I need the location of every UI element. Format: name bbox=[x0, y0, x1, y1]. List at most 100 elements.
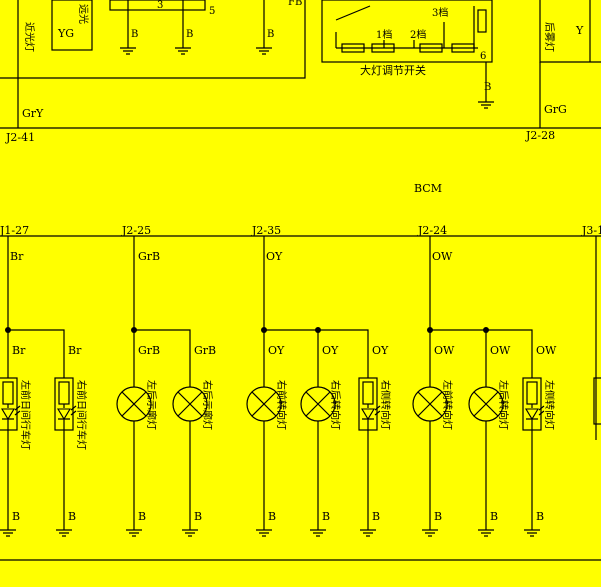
junction-dot bbox=[5, 327, 11, 333]
ground-icon bbox=[56, 529, 72, 537]
load-label: 左侧转向灯 bbox=[543, 380, 556, 430]
ground-label: B bbox=[322, 510, 330, 523]
top-box-small-text: 远光 bbox=[77, 4, 90, 24]
ground-icon bbox=[422, 529, 438, 537]
led-cathode bbox=[2, 418, 14, 430]
top-ground-label-2: B bbox=[186, 29, 193, 40]
top-fragment-3: 5 bbox=[209, 6, 215, 17]
led-diode-icon bbox=[57, 408, 71, 421]
top-fragment-2: 3 bbox=[157, 0, 163, 11]
junction-dot bbox=[261, 327, 267, 333]
ground-label: B bbox=[434, 510, 442, 523]
switch-arm bbox=[335, 5, 371, 21]
load-wire-label: Br bbox=[12, 344, 26, 357]
group-grb-wires bbox=[133, 236, 191, 530]
led-emission-arrows bbox=[538, 405, 545, 416]
load-wire-label: OY bbox=[322, 344, 339, 357]
load-wire-label: OW bbox=[434, 344, 455, 357]
connector-j2-25: J2-25 bbox=[121, 224, 151, 237]
ground-label: B bbox=[268, 510, 276, 523]
led-diode-icon bbox=[1, 408, 15, 421]
switch-legs bbox=[335, 6, 475, 48]
trunk-wire-ow: OW bbox=[432, 250, 453, 263]
ground-icon bbox=[120, 47, 136, 55]
load-label: 左前日间行车灯 bbox=[19, 380, 32, 450]
load-wire-label: GrB bbox=[194, 344, 216, 357]
ground-icon bbox=[256, 529, 272, 537]
load-label: 右后转向灯 bbox=[329, 380, 342, 430]
connector-j2-41: J2-41 bbox=[5, 131, 35, 144]
loads: Br 左前日间行车灯 B Br 右前日间行车灯 B GrB 左后示廓灯 B GrB 右后示廓灯 B OY… bbox=[0, 344, 557, 537]
top-component-box bbox=[109, 0, 206, 11]
load-label: 右侧转向灯 bbox=[379, 380, 392, 430]
ground-icon bbox=[310, 529, 326, 537]
group-oy-wires bbox=[263, 236, 369, 530]
headlamp-adjust-switch-label: 大灯调节开关 bbox=[360, 63, 426, 77]
junction-dot bbox=[483, 327, 489, 333]
ground-icon bbox=[0, 529, 16, 537]
led-cathode bbox=[362, 418, 374, 430]
switch-pos-2: 2档 bbox=[410, 28, 426, 41]
connector-j2-28: J2-28 bbox=[525, 129, 555, 142]
top-ground-label-1: B bbox=[131, 29, 138, 40]
ground-icon bbox=[175, 47, 191, 55]
load-wire-label: OW bbox=[490, 344, 511, 357]
load-wire-label: GrB bbox=[138, 344, 160, 357]
top-section: YG 远光 近光灯 3 5 B B B FB 大灯调节开关 1档 2档 3档 6… bbox=[0, 0, 601, 144]
connector-j3-1: J3-1 bbox=[581, 224, 601, 237]
group-5-component bbox=[593, 377, 601, 425]
switch-pos-1: 1档 bbox=[376, 28, 392, 41]
lamp-cross bbox=[305, 391, 331, 417]
ground-icon bbox=[182, 529, 198, 537]
top-fragment-1: FB bbox=[288, 0, 302, 8]
group-ow-wires bbox=[429, 236, 533, 530]
ground-label: B bbox=[490, 510, 498, 523]
load-label: 右前日间行车灯 bbox=[75, 380, 88, 450]
load-label: 右后示廓灯 bbox=[201, 380, 214, 430]
switch-ground-label: B bbox=[484, 82, 491, 93]
load-label: 右前转向灯 bbox=[275, 380, 288, 430]
top-ground-wires bbox=[127, 0, 265, 48]
load-label: 左后转向灯 bbox=[497, 380, 510, 430]
ground-label: B bbox=[138, 510, 146, 523]
led-emission-arrows bbox=[14, 405, 21, 416]
ground-label: B bbox=[12, 510, 20, 523]
connector-j1-27: J1-27 bbox=[0, 224, 29, 237]
load-label: 左后示廓灯 bbox=[145, 380, 158, 430]
ground-icon bbox=[478, 101, 494, 109]
switch-pos-3: 3档 bbox=[432, 6, 448, 19]
frame-left bbox=[0, 0, 306, 79]
lamp-cross bbox=[121, 391, 147, 417]
wire-grg-label: GrG bbox=[544, 103, 567, 116]
ground-label: B bbox=[194, 510, 202, 523]
connector-j2-35: J2-35 bbox=[251, 224, 281, 237]
junction-dot bbox=[427, 327, 433, 333]
junction-dot bbox=[315, 327, 321, 333]
ground-label: B bbox=[372, 510, 380, 523]
top-box-yg bbox=[51, 0, 93, 51]
top-box-yg-label: YG bbox=[57, 27, 74, 40]
trunk-wire-br: Br bbox=[10, 250, 24, 263]
lamp-cross bbox=[473, 391, 499, 417]
bcm-label: BCM bbox=[414, 182, 442, 195]
load-wire-label: OY bbox=[372, 344, 389, 357]
load-wire-label: OW bbox=[536, 344, 557, 357]
ground-icon bbox=[126, 529, 142, 537]
top-side-label: Y bbox=[575, 24, 584, 37]
load-wire-label: Br bbox=[68, 344, 82, 357]
ground-icon bbox=[478, 529, 494, 537]
right-vertical-text: 后雾灯 bbox=[543, 22, 555, 52]
led-cathode bbox=[526, 418, 538, 430]
switch-pin-6: 6 bbox=[480, 51, 486, 62]
led-cathode bbox=[58, 418, 70, 430]
connector-j2-24: J2-24 bbox=[417, 224, 447, 237]
junction-dot bbox=[131, 327, 137, 333]
wire-gry-label: GrY bbox=[22, 107, 44, 120]
load-wire-label: OY bbox=[268, 344, 285, 357]
bottom-wiring bbox=[5, 236, 601, 530]
ground-icon bbox=[256, 47, 272, 55]
load-label: 左前转向灯 bbox=[441, 380, 454, 430]
ground-label: B bbox=[68, 510, 76, 523]
trunk-wire-grb: GrB bbox=[138, 250, 160, 263]
